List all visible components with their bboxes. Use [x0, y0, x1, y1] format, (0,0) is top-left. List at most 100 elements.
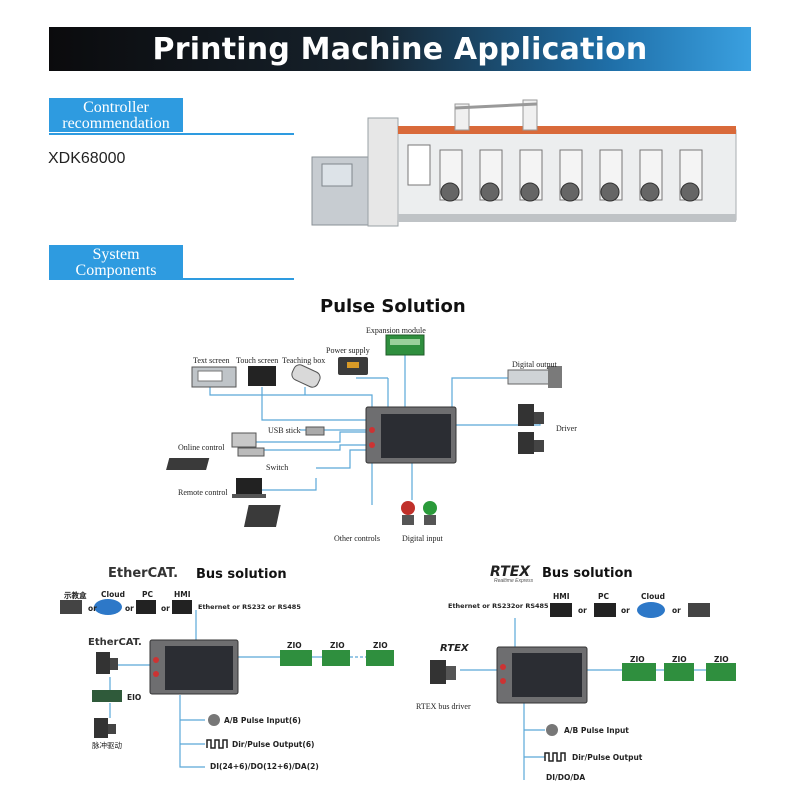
- label-usb-stick: USB stick: [268, 426, 301, 435]
- ethercat-teach-pendant-icon: [60, 600, 82, 614]
- driver-icon-bottom: [518, 432, 544, 454]
- ethercat-connectors: [109, 610, 366, 768]
- other-controls-icon: [243, 505, 281, 527]
- label-remote-control: Remote control: [178, 488, 228, 497]
- switch-icon: [166, 458, 210, 470]
- ethercat-pc-icon: [136, 600, 156, 614]
- label-switch: Switch: [266, 463, 289, 472]
- ethercat-zio-2: [322, 650, 350, 666]
- rtex-zio-label-1: ZIO: [630, 655, 645, 664]
- system-section-label: System Components: [49, 245, 183, 279]
- rtex-zio-2: [664, 663, 694, 681]
- system-label-line2: Components: [75, 262, 157, 279]
- ethercat-or-1: or: [88, 604, 97, 613]
- label-online-control: Online control: [178, 443, 225, 452]
- ethercat-servo-icon: [96, 652, 118, 674]
- rtex-device-pc: PC: [598, 592, 610, 601]
- ethercat-zio-label-1: ZIO: [287, 641, 302, 650]
- rtex-bus-driver-label: RTEX bus driver: [416, 702, 471, 711]
- ethercat-hmi-icon: [172, 600, 192, 614]
- label-other-controls: Other controls: [334, 534, 380, 543]
- rtex-cloud-icon: [637, 602, 665, 618]
- digital-input-icon: [401, 501, 437, 525]
- rtex-hmi-icon: [550, 603, 572, 617]
- rtex-teach-pendant-icon: [688, 603, 710, 617]
- rtex-brand-logo: RTEX: [490, 564, 531, 580]
- printing-machine-image: [311, 99, 737, 227]
- ethercat-or-2: or: [125, 604, 134, 613]
- title-banner: Printing Machine Application: [49, 27, 751, 71]
- digital-output-icon: [507, 366, 562, 388]
- label-driver: Driver: [556, 424, 577, 433]
- label-power-supply: Power supply: [326, 346, 370, 355]
- controller-label-line2: recommendation: [62, 115, 170, 132]
- rtex-device-hmi: HMI: [553, 592, 570, 601]
- rtex-or-2: or: [621, 606, 630, 615]
- rtex-pc-icon: [594, 603, 616, 617]
- pulse-connectors: [209, 345, 541, 505]
- rtex-connectors: [460, 618, 706, 780]
- usb-stick-icon: [305, 426, 325, 436]
- pulse-driver-label: 脉冲驱动: [92, 741, 122, 750]
- system-section-rule: [49, 278, 294, 280]
- ethercat-connection-label: Ethernet or RS232 or RS485: [198, 603, 301, 611]
- ethercat-device-teach: 示教盒: [64, 591, 87, 600]
- rtex-bus-title: Bus solution: [542, 566, 633, 581]
- label-text-screen: Text screen: [193, 356, 230, 365]
- label-touch-screen: Touch screen: [236, 356, 279, 365]
- rtex-zio-1: [622, 663, 656, 681]
- ethercat-controller: [149, 639, 239, 695]
- pulse-driver-icon: [94, 718, 116, 738]
- ethercat-brand-logo: EtherCAT.: [108, 566, 179, 581]
- rtex-controller: [496, 646, 588, 704]
- page-title: Printing Machine Application: [152, 31, 648, 67]
- rtex-dir-pulse-icon: [544, 752, 566, 762]
- rtex-zio-3: [706, 663, 736, 681]
- teaching-box-icon: [291, 364, 321, 388]
- ethercat-brand-logo-2: EtherCAT.: [88, 637, 142, 648]
- rtex-brand-logo-2: RTEX: [440, 643, 469, 654]
- eio-label: EIO: [127, 693, 142, 702]
- ethercat-io-1: A/B Pulse Input(6): [224, 716, 301, 725]
- controller-section-label: Controller recommendation: [49, 98, 183, 132]
- remote-control-icon: [232, 478, 266, 498]
- pulse-controller: [365, 406, 457, 464]
- controller-model: XDK68000: [48, 150, 126, 167]
- label-expansion-module: Expansion module: [366, 326, 426, 335]
- text-screen-icon: [191, 366, 237, 388]
- rtex-or-1: or: [578, 606, 587, 615]
- rtex-zio-label-2: ZIO: [672, 655, 687, 664]
- ethercat-or-3: or: [161, 604, 170, 613]
- rtex-or-3: or: [672, 606, 681, 615]
- rtex-io-2: Dir/Pulse Output: [572, 753, 643, 762]
- power-supply-icon: [338, 357, 368, 375]
- rtex-ab-pulse-icon: [546, 724, 558, 736]
- driver-icon-top: [518, 404, 544, 426]
- rtex-io-3: DI/DO/DA: [546, 773, 586, 782]
- label-digital-input: Digital input: [402, 534, 443, 543]
- label-digital-output: Digital output: [512, 360, 557, 369]
- ethercat-io-2: Dir/Pulse Output(6): [232, 740, 315, 749]
- rtex-zio-label-3: ZIO: [714, 655, 729, 664]
- controller-label-line1: Controller: [83, 99, 149, 116]
- rtex-bus-driver-icon: [430, 660, 456, 684]
- rtex-connection-label: Ethernet or RS232or RS485: [448, 602, 549, 610]
- ethercat-io-3: DI(24+6)/DO(12+6)/DA(2): [210, 762, 319, 771]
- ethercat-cloud-icon: [94, 599, 122, 615]
- ethercat-device-hmi: HMI: [174, 590, 191, 599]
- ab-pulse-icon: [208, 714, 220, 726]
- system-label-line1: System: [92, 246, 140, 263]
- pulse-solution-title: Pulse Solution: [320, 296, 466, 317]
- controller-section-rule: [49, 133, 294, 135]
- rtex-brand-subtitle: Realtime Express: [494, 578, 534, 584]
- ethercat-zio-1: [280, 650, 312, 666]
- online-control-icon: [231, 432, 265, 457]
- ethercat-device-pc: PC: [142, 590, 154, 599]
- expansion-module-icon: [385, 334, 425, 356]
- touch-screen-icon: [248, 366, 276, 386]
- ethercat-zio-label-3: ZIO: [373, 641, 388, 650]
- ethercat-bus-title: Bus solution: [196, 567, 287, 582]
- ethercat-zio-label-2: ZIO: [330, 641, 345, 650]
- ethercat-zio-3: [366, 650, 394, 666]
